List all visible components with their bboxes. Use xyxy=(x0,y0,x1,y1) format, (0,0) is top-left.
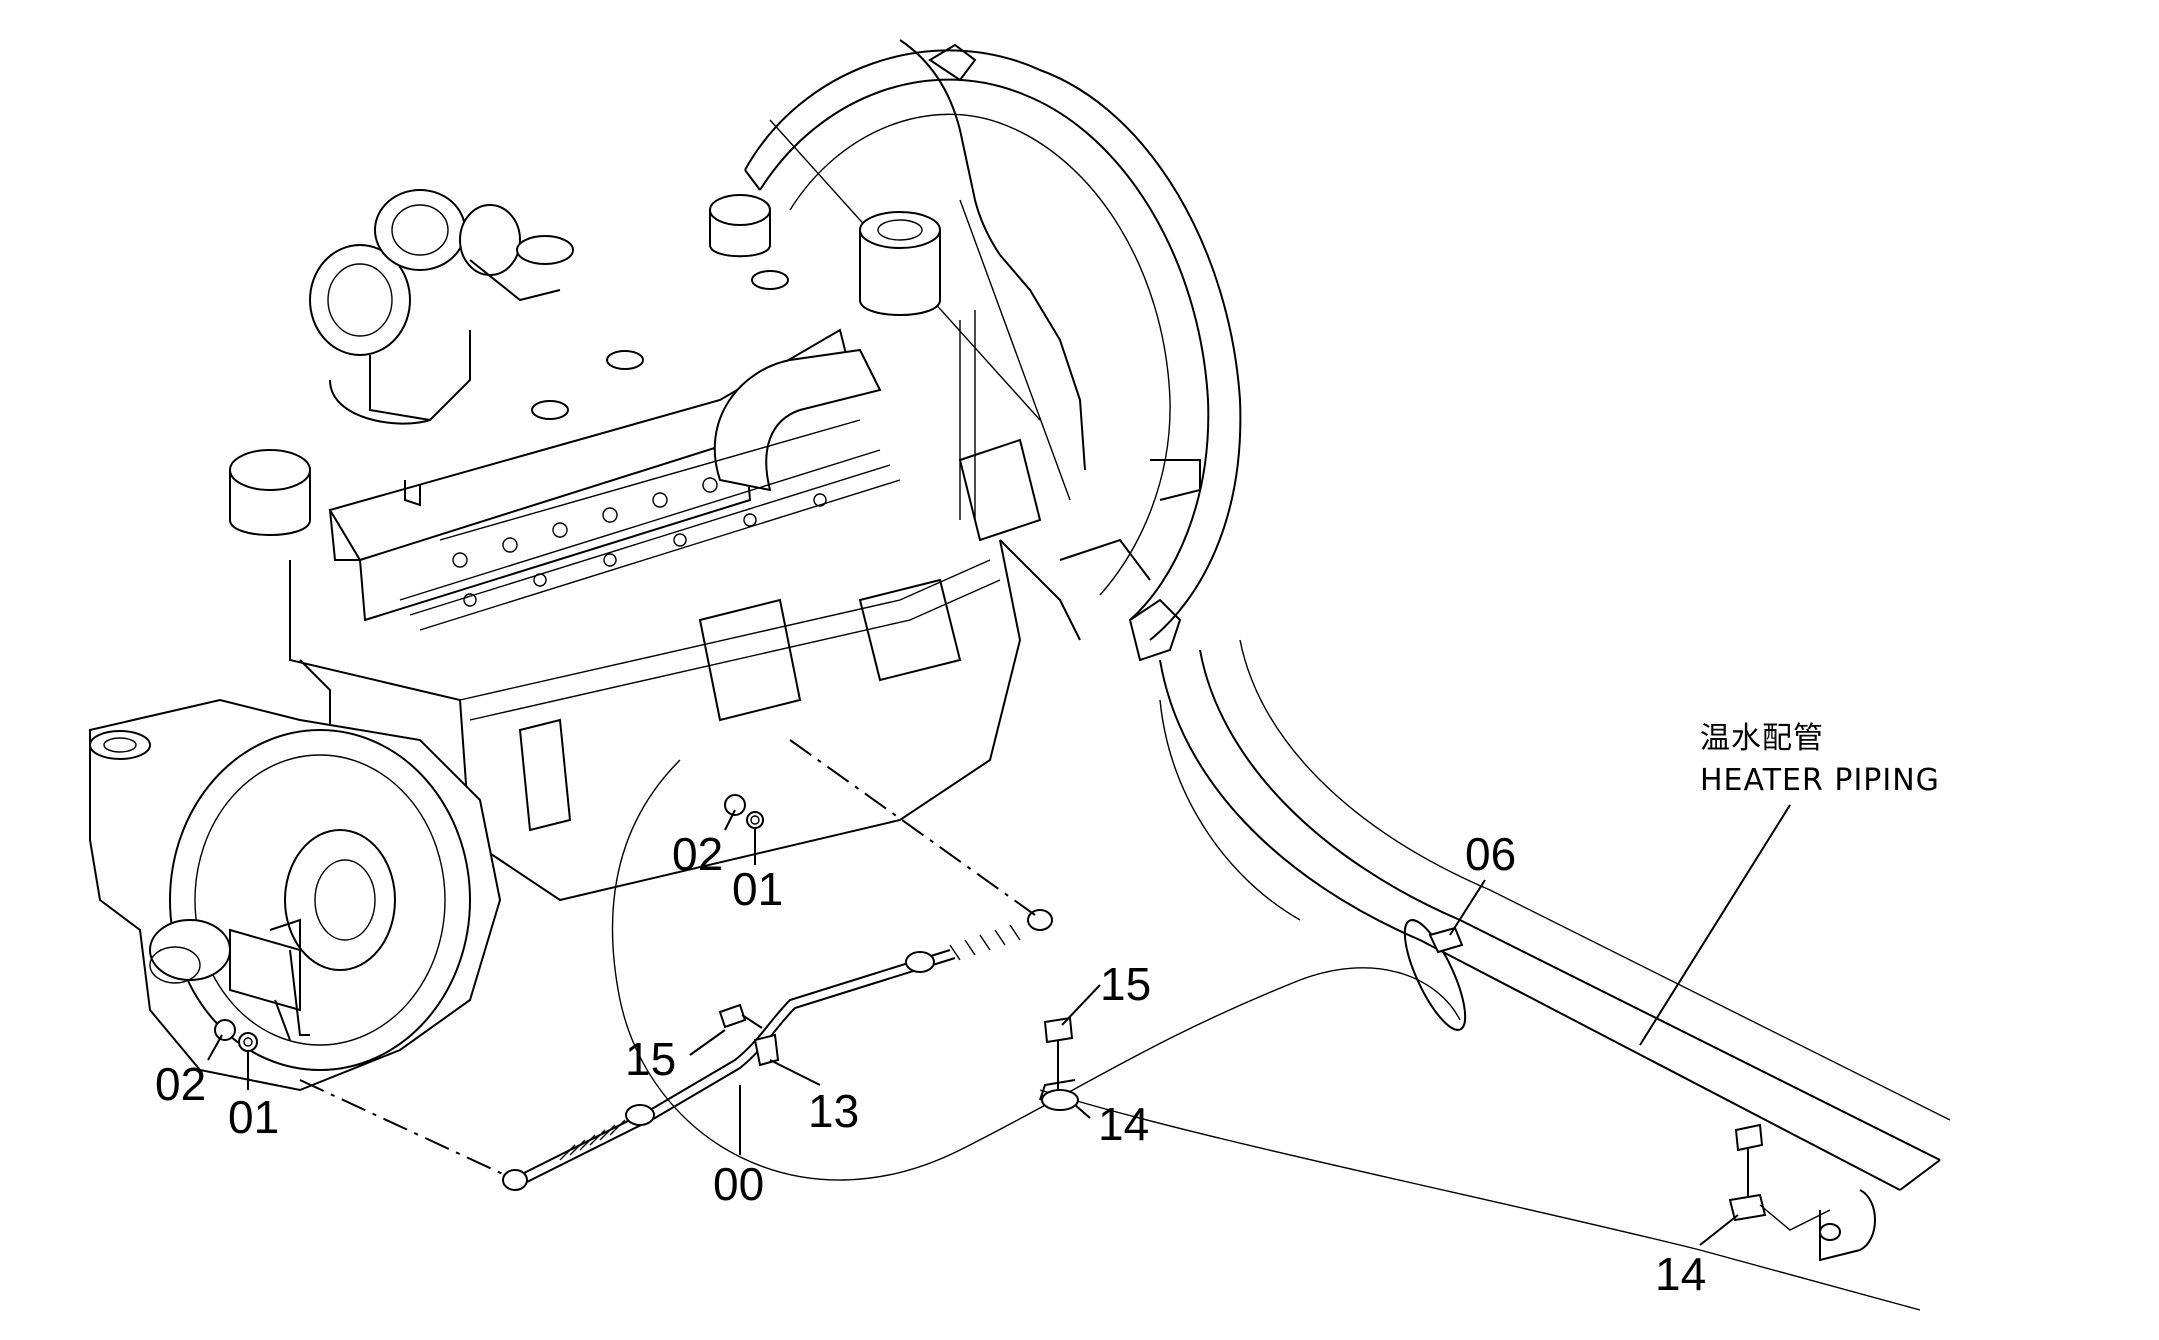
leader-lines xyxy=(207,804,1791,1246)
part-label-02-lower: 02 xyxy=(155,1058,206,1110)
part-label-14-lower: 14 xyxy=(1655,1248,1706,1300)
connection-line-lower xyxy=(299,1079,506,1176)
nut-washer-upper xyxy=(724,794,764,829)
part-label-13: 13 xyxy=(808,1085,859,1137)
clamp-14-mid xyxy=(1039,1016,1079,1111)
part-label-01-upper: 01 xyxy=(732,863,783,915)
heater-piping xyxy=(1039,639,1951,1311)
bolt-15-mid xyxy=(718,1003,763,1029)
fan-shroud xyxy=(744,39,1242,662)
part-label-14-mid: 14 xyxy=(1098,1098,1149,1150)
part-label-02-upper: 02 xyxy=(672,828,723,880)
clamp-14-lower xyxy=(1728,1123,1831,1231)
part-label-15-right: 15 xyxy=(1100,958,1151,1010)
hose-loop xyxy=(611,759,1461,1181)
engine-assembly xyxy=(89,189,1081,1092)
part-label-01-lower: 01 xyxy=(228,1091,279,1143)
part-label-00: 00 xyxy=(713,1158,764,1210)
connection-line-upper xyxy=(789,739,1036,916)
part-label-06: 06 xyxy=(1465,828,1516,880)
heater-piping-label-en: HEATER PIPING xyxy=(1700,763,1940,798)
control-cable xyxy=(502,909,1053,1191)
part-label-15-mid: 15 xyxy=(625,1033,676,1085)
heater-piping-label-jp: 温水配管 xyxy=(1700,721,1824,756)
